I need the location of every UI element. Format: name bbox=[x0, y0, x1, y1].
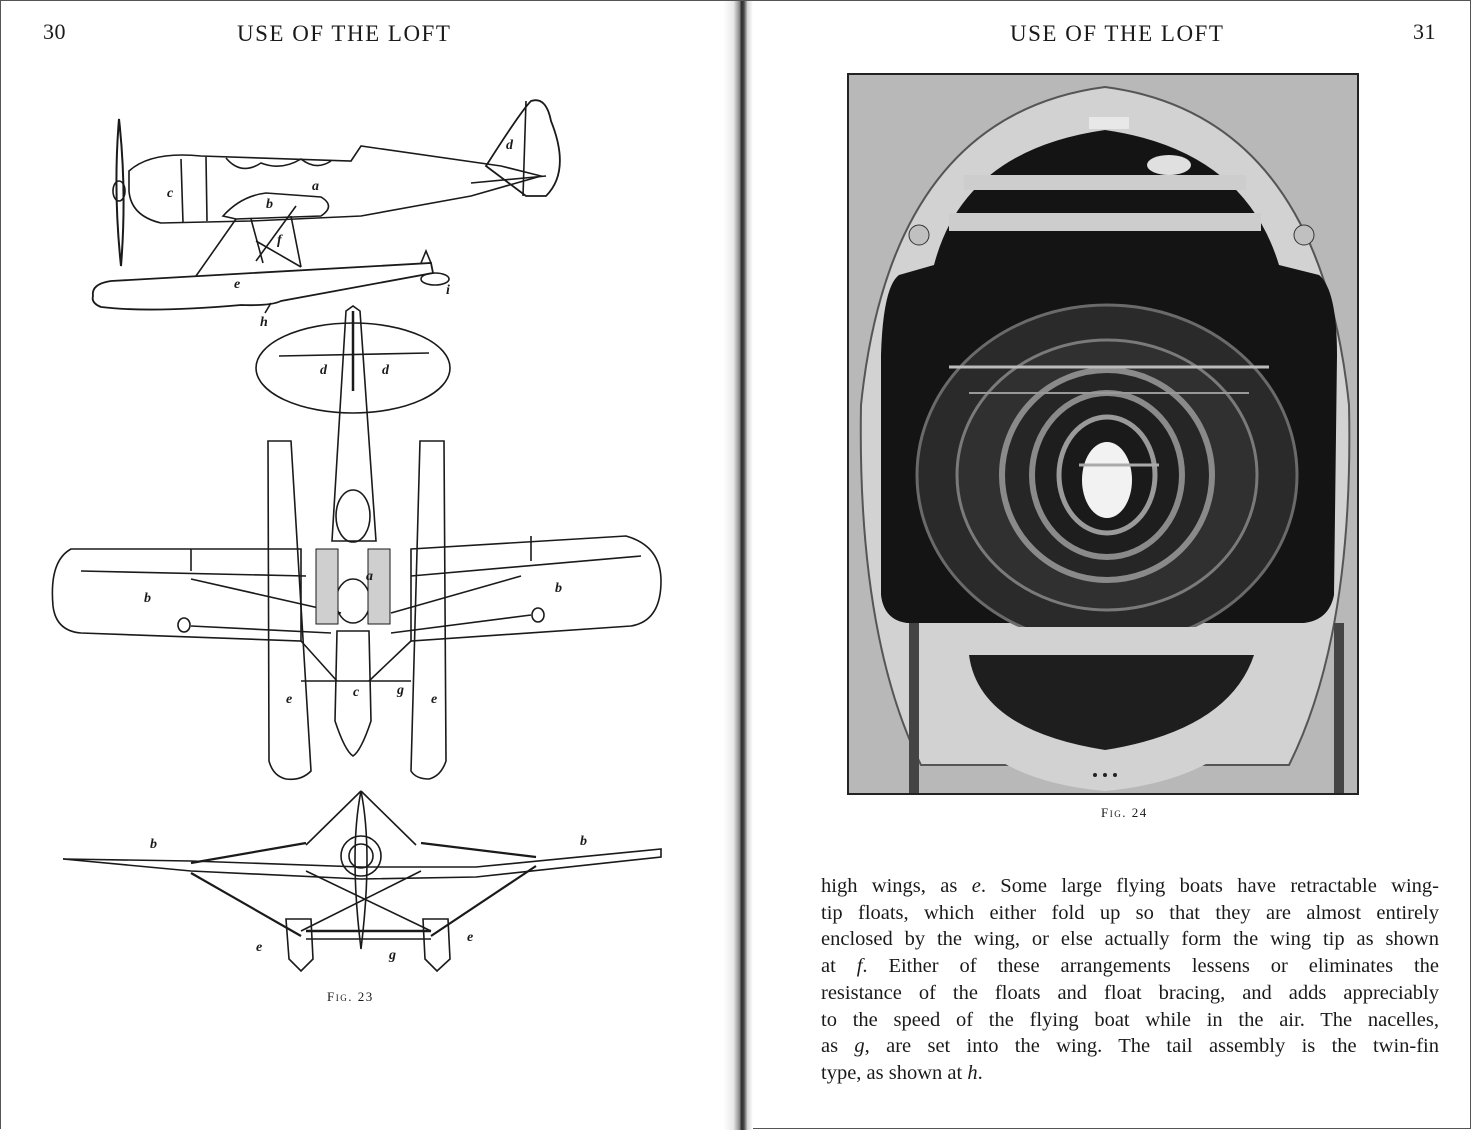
seaplane-three-view-drawing: a b c d e f h i d d a b b c g e e b b bbox=[51, 99, 662, 973]
text-line-4: at f. Either of these arrangements lesse… bbox=[821, 955, 1440, 978]
engine-nacelle-photograph bbox=[847, 73, 1359, 795]
text-line-8: type, as shown at h. bbox=[821, 1061, 983, 1084]
running-head-left: USE OF THE LOFT bbox=[237, 21, 452, 46]
side-view bbox=[91, 99, 561, 314]
figure-caption-23: Fig. 23 bbox=[327, 989, 374, 1004]
page-number-right: 31 bbox=[1413, 19, 1436, 44]
label-g-top: g bbox=[396, 683, 404, 698]
label-e-front-left: e bbox=[256, 940, 262, 955]
label-e-top-left: e bbox=[286, 692, 292, 707]
figure-caption-24: Fig. 24 bbox=[1101, 805, 1148, 820]
label-d-side: d bbox=[506, 138, 514, 153]
label-b-front-right: b bbox=[580, 834, 587, 849]
top-view bbox=[51, 305, 662, 781]
label-c-top: c bbox=[353, 685, 360, 700]
text-line-3: enclosed by the wing, or else actually f… bbox=[821, 928, 1439, 951]
running-head-right: USE OF THE LOFT bbox=[1010, 21, 1225, 46]
label-f-side: f bbox=[277, 233, 283, 248]
text-line-7: as g, are set into the wing. The tail as… bbox=[821, 1035, 1439, 1058]
label-b-front-left: b bbox=[150, 837, 157, 852]
label-a-side: a bbox=[312, 179, 319, 194]
label-e-front-right: e bbox=[467, 930, 473, 945]
label-d-top-right: d bbox=[382, 363, 390, 378]
label-e-top-right: e bbox=[431, 692, 437, 707]
nacelle-photo-rendering bbox=[849, 75, 1357, 793]
text-line-2: tip floats, which either fold up so that… bbox=[821, 901, 1439, 924]
front-view bbox=[62, 790, 662, 973]
page-number-left: 30 bbox=[43, 19, 66, 44]
label-e-side: e bbox=[234, 277, 240, 292]
label-d-top-left: d bbox=[320, 363, 328, 378]
label-i-side: i bbox=[446, 283, 450, 298]
text-line-5: resistance of the floats and float braci… bbox=[821, 981, 1439, 1004]
book-gutter bbox=[723, 1, 753, 1130]
label-g-front: g bbox=[388, 948, 396, 963]
left-page: 30 USE OF THE LOFT bbox=[1, 1, 737, 1130]
text-line-1: high wings, as e. Some large flying boat… bbox=[821, 875, 1439, 897]
label-c-side: c bbox=[167, 186, 174, 201]
label-b-side: b bbox=[266, 197, 273, 212]
label-a-top: a bbox=[366, 569, 373, 584]
label-b-top-left: b bbox=[144, 591, 151, 606]
label-b-top-right: b bbox=[555, 581, 562, 596]
body-paragraph: high wings, as e. Some large flying boat… bbox=[821, 873, 1439, 1087]
label-h-side: h bbox=[260, 315, 268, 330]
text-line-6: to the speed of the flying boat while in… bbox=[821, 1008, 1439, 1031]
